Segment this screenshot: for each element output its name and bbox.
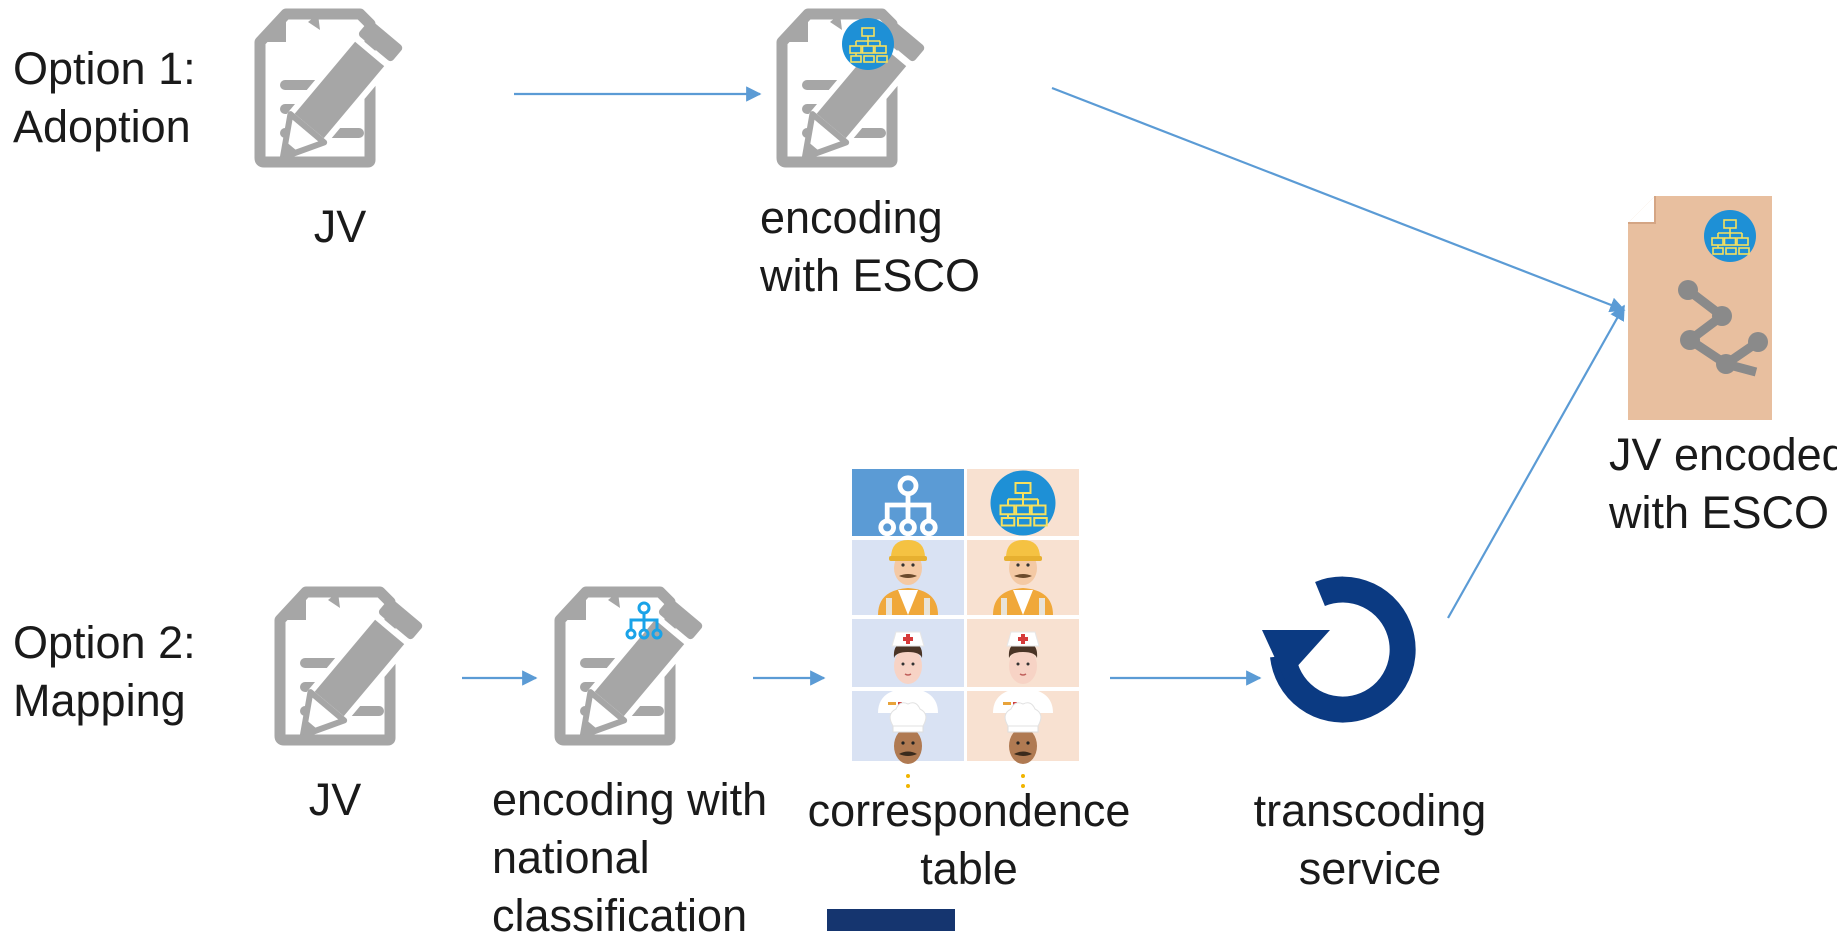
option2-table-label-line1: correspondence	[807, 785, 1131, 836]
option2-jv-label: JV	[308, 774, 362, 825]
option2-transcoding-label-line1: transcoding	[1253, 785, 1487, 836]
option2-national-document-icon	[560, 592, 704, 750]
option1-jv-document-icon	[260, 14, 404, 172]
correspondence-table-icon	[852, 469, 1079, 792]
result-label-line2: with ESCO	[1609, 487, 1830, 538]
option2-title-line2: Mapping	[13, 675, 186, 726]
bottom-navy-fragment	[827, 909, 955, 931]
option2-transcoding-label: transcoding service	[1220, 782, 1520, 898]
result-label: JV encoded with ESCO	[1609, 426, 1837, 542]
option1-title: Option 1: Adoption	[13, 40, 196, 156]
option1-esco-label-line1: encoding	[760, 192, 943, 243]
option2-title-line1: Option 2:	[13, 617, 196, 668]
share-graph-icon	[1678, 280, 1768, 377]
transcoding-refresh-icon	[1262, 576, 1416, 723]
option1-esco-document-icon	[782, 14, 926, 172]
option2-table-label-line2: table	[920, 843, 1018, 894]
option1-title-line2: Adoption	[13, 101, 191, 152]
option2-transcoding-label-line2: service	[1298, 843, 1442, 894]
option2-national-label-line3: classification	[492, 890, 748, 941]
option1-title-line1: Option 1:	[13, 43, 196, 94]
option2-jv-document-icon	[280, 592, 424, 750]
result-encoded-document-icon	[1628, 196, 1772, 420]
option1-jv-label: JV	[313, 201, 367, 252]
arrow-transcoding-to-result	[1447, 304, 1625, 619]
option2-table-label: correspondence table	[804, 782, 1134, 898]
option2-national-label-line2: national	[492, 832, 650, 883]
option1-esco-label: encoding with ESCO	[760, 189, 980, 305]
option2-national-label: encoding with national classification	[492, 771, 767, 945]
arrow-esco-to-result	[1051, 86, 1626, 313]
option2-national-label-line1: encoding with	[492, 774, 768, 825]
option2-title: Option 2: Mapping	[13, 614, 196, 730]
result-label-line1: JV encoded	[1609, 429, 1837, 480]
option1-esco-label-line2: with ESCO	[760, 250, 981, 301]
